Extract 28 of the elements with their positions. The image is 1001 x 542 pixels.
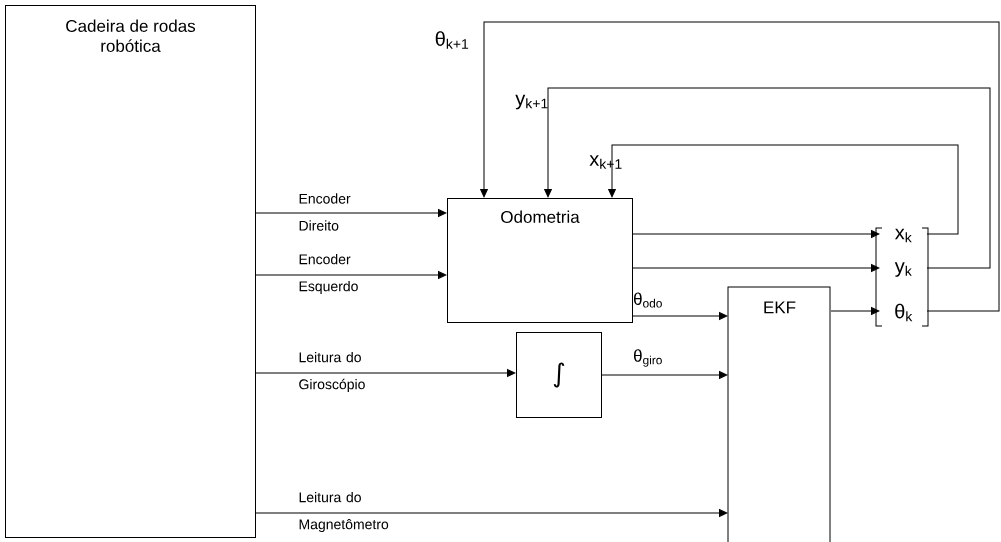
edge-label: x$_{k+1}$ — [589, 155, 622, 169]
edge-label: y$_{k+1}$ — [515, 94, 548, 110]
arrow — [255, 209, 447, 217]
integrator-box: ∫ — [516, 332, 602, 418]
edge-label: Encoder Direito — [299, 193, 351, 231]
state-entry: y$_{k}$ — [894, 262, 912, 277]
arrow — [480, 21, 1000, 312]
edge-label: θ$_{giro}$ — [634, 349, 662, 367]
edge-label: Leitura do Giroscópio — [299, 352, 365, 393]
filter-box: EKF — [727, 286, 831, 542]
arrow — [544, 87, 991, 269]
edge-label: θ$_{k+1}$ — [435, 31, 469, 49]
state-entry: x$_{k}$ — [895, 228, 912, 243]
arrow — [632, 230, 880, 238]
arrow — [255, 271, 447, 279]
arrow — [601, 371, 728, 379]
arrow — [608, 144, 959, 235]
system-box: Cadeira de rodas robótica — [5, 5, 256, 538]
state-entry: θ$_{k}$ — [895, 303, 913, 322]
arrow — [830, 307, 880, 315]
edge-label: Encoder Esquerdo — [299, 254, 358, 295]
arrow — [632, 312, 728, 320]
edge-label: θ$_{odo}$ — [634, 292, 662, 308]
edge-label: Leitura do Magnetômetro — [299, 492, 389, 533]
process-box: Odometria — [447, 198, 633, 323]
arrow — [255, 509, 728, 517]
arrow — [255, 369, 516, 377]
arrow — [632, 264, 880, 272]
